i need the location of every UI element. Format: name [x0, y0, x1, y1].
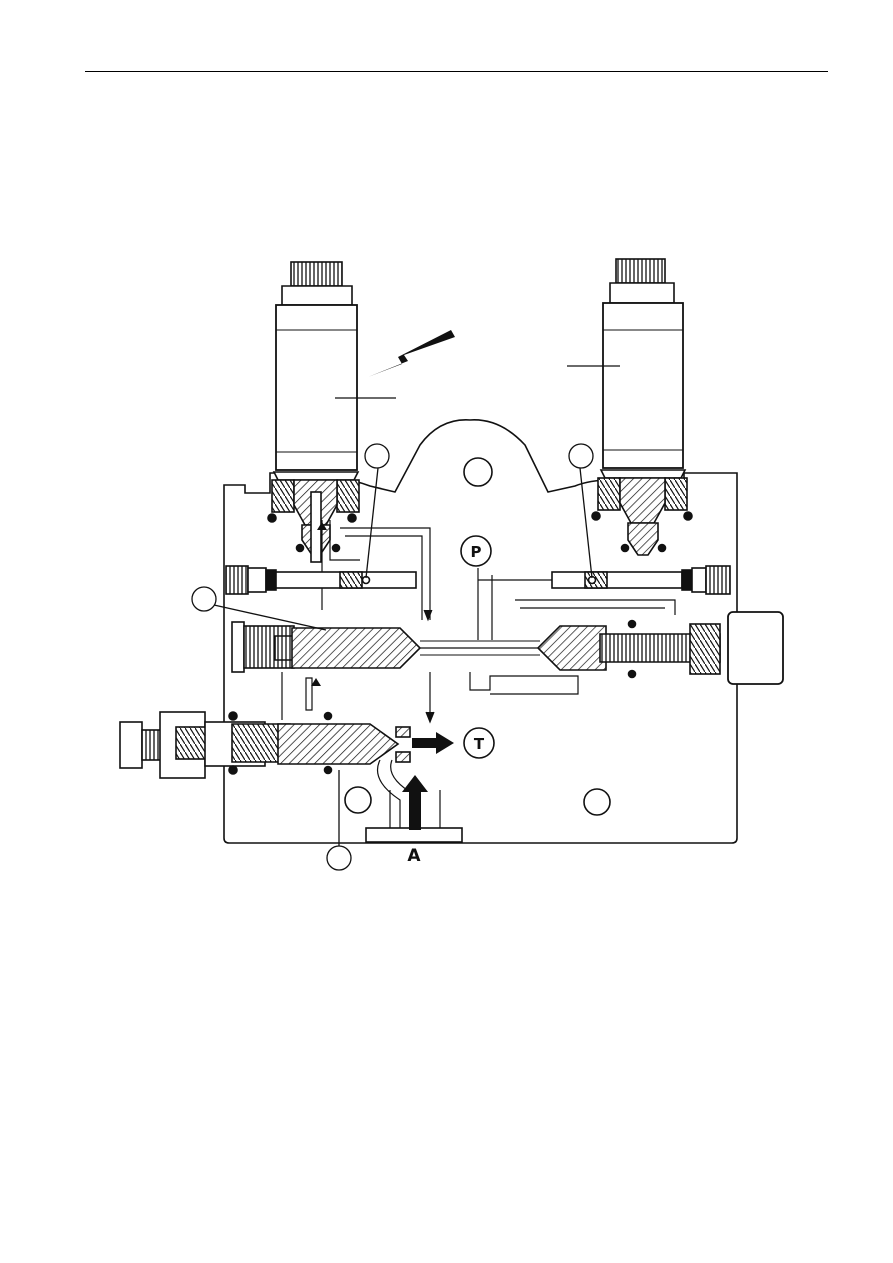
left-solenoid	[267, 261, 360, 563]
lightning-bolt-icon	[368, 330, 455, 377]
port-a-label: A	[407, 846, 421, 866]
header-rule	[85, 71, 828, 72]
port-t-label: T	[474, 735, 485, 753]
port-p-circle	[460, 535, 492, 567]
mounting-hole	[344, 786, 372, 814]
callout-circle	[326, 845, 352, 871]
port-p-label: P	[471, 543, 482, 561]
port-t-circle	[463, 727, 495, 759]
flow-arrow-from-work-port	[402, 775, 428, 830]
relief-valve-assembly	[119, 711, 411, 779]
callout-circle	[568, 443, 594, 469]
pilot-flow-arrow	[311, 678, 321, 686]
right-solenoid	[591, 258, 693, 556]
callout-circle	[364, 443, 390, 469]
pilot-flow-arrow	[317, 522, 327, 530]
flow-arrow-to-tank	[412, 732, 454, 754]
mounting-hole	[463, 457, 493, 487]
callout-circle	[191, 586, 217, 612]
mounting-hole	[583, 788, 611, 816]
